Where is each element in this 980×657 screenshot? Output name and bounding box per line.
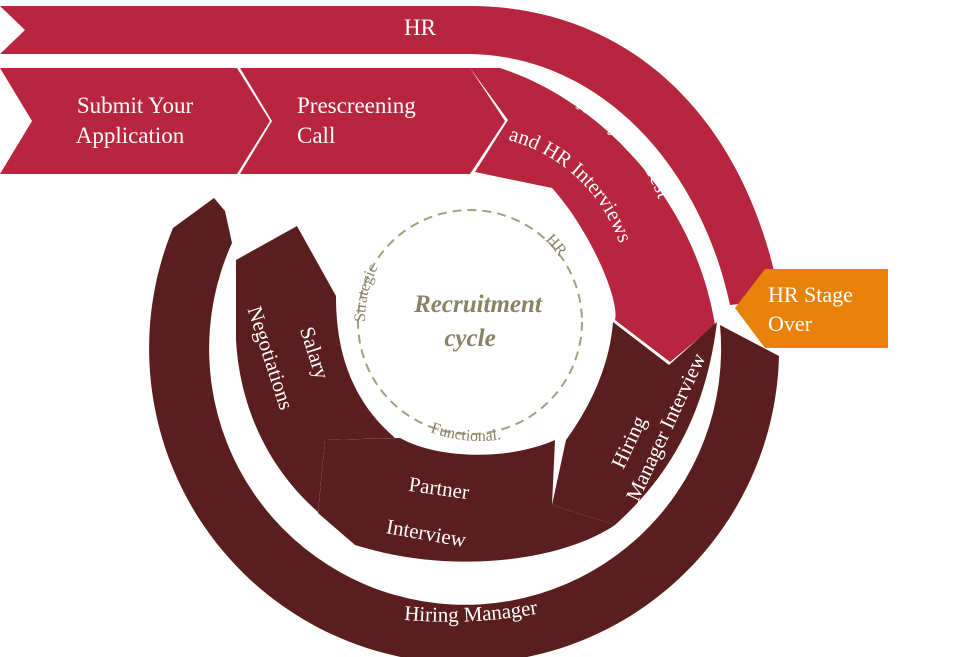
- hiring-manager-ring: [149, 198, 779, 657]
- strategic-label: Strategic: [352, 261, 382, 322]
- submit-application-chevron: [0, 68, 270, 174]
- step-2-label-line2: Call: [297, 123, 335, 148]
- step-2-label-line1: Prescreening: [297, 93, 416, 118]
- hr-banner-arrow: [0, 6, 775, 305]
- center-title-line1: Recruitment: [413, 291, 543, 318]
- hr-stage-over-label-line1: HR Stage: [768, 282, 853, 307]
- hiring-manager-interview-segment: [552, 322, 717, 525]
- hr-stage-over-arrow: [735, 269, 888, 348]
- hr-banner-label: HR: [404, 15, 437, 40]
- step-1-label-line2: Application: [76, 123, 185, 148]
- partner-interview-segment: [318, 438, 615, 562]
- prescreening-call-chevron: [240, 68, 505, 174]
- center-hr-label: HR: [542, 231, 570, 260]
- center-dashed-circle: [357, 209, 583, 435]
- hr-stage-over-label-line2: Over: [768, 311, 813, 336]
- step-1-label-line1: Submit Your: [77, 93, 194, 118]
- functional-label: Functional.: [429, 420, 502, 445]
- salary-negotiations-segment: [236, 226, 395, 512]
- center-title-line2: cycle: [444, 325, 495, 352]
- analytical-hr-interview-segment: [470, 68, 715, 362]
